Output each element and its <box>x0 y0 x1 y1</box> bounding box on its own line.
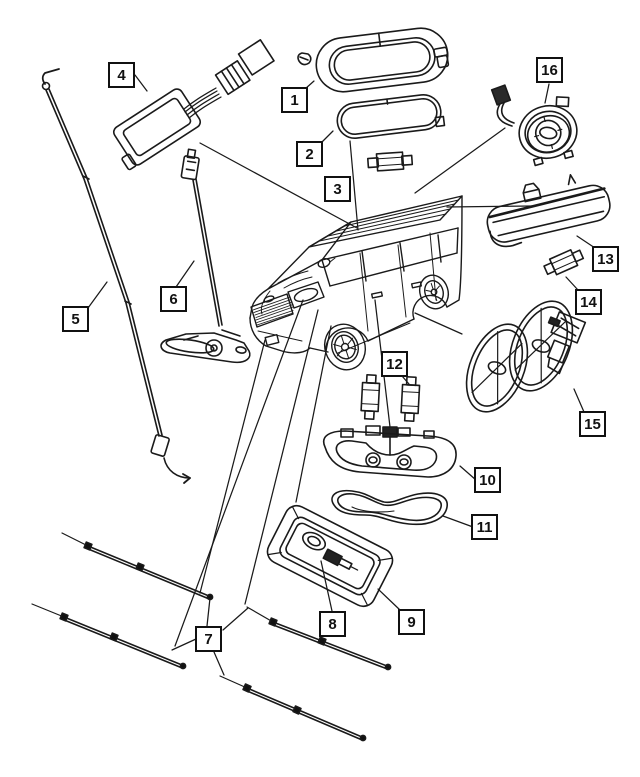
callout-box-2[interactable]: 2 <box>296 141 323 167</box>
callout-box-1[interactable]: 1 <box>281 87 308 113</box>
part-7-rod <box>219 675 367 742</box>
part-13-lamp <box>486 174 611 248</box>
callout-box-10[interactable]: 10 <box>474 467 501 493</box>
callout-box-9[interactable]: 9 <box>398 609 425 635</box>
part-2-lens <box>336 93 446 140</box>
callout-box-3[interactable]: 3 <box>324 176 351 202</box>
part-1-left-fastener <box>297 52 312 66</box>
part-4-module <box>112 39 275 171</box>
callout-box-5[interactable]: 5 <box>62 306 89 332</box>
callout-box-6[interactable]: 6 <box>160 286 187 312</box>
callout-box-7[interactable]: 7 <box>195 626 222 652</box>
part-7-rod <box>61 532 214 601</box>
part-3-bulb <box>366 151 414 172</box>
part-14-bulb <box>543 249 585 276</box>
part-7-rod <box>31 603 187 670</box>
callout-box-13[interactable]: 13 <box>592 246 619 272</box>
callout-box-8[interactable]: 8 <box>319 611 346 637</box>
part-10-overhead-console <box>323 425 457 478</box>
part-11-lens <box>331 489 448 526</box>
callout-box-15[interactable]: 15 <box>579 411 606 437</box>
leader-lines <box>87 74 596 676</box>
callout-box-12[interactable]: 12 <box>381 351 408 377</box>
part-5-antenna-mast <box>41 68 191 484</box>
vehicle-illustration <box>249 195 463 371</box>
callout-box-4[interactable]: 4 <box>108 62 135 88</box>
part-7-rod <box>246 606 392 671</box>
callout-box-11[interactable]: 11 <box>471 514 498 540</box>
part-16-antenna-base <box>490 84 578 167</box>
part-7-rods <box>31 532 392 742</box>
part-9-lamp <box>266 504 394 608</box>
callout-box-16[interactable]: 16 <box>536 57 563 83</box>
callout-box-14[interactable]: 14 <box>575 289 602 315</box>
part-6-antenna-rod <box>160 148 251 364</box>
part-15-lamp <box>465 300 587 413</box>
part-1-right-fastener <box>433 46 450 69</box>
part-12-bulbs <box>360 374 421 423</box>
part-1-dome-lamp-housing <box>297 27 450 93</box>
